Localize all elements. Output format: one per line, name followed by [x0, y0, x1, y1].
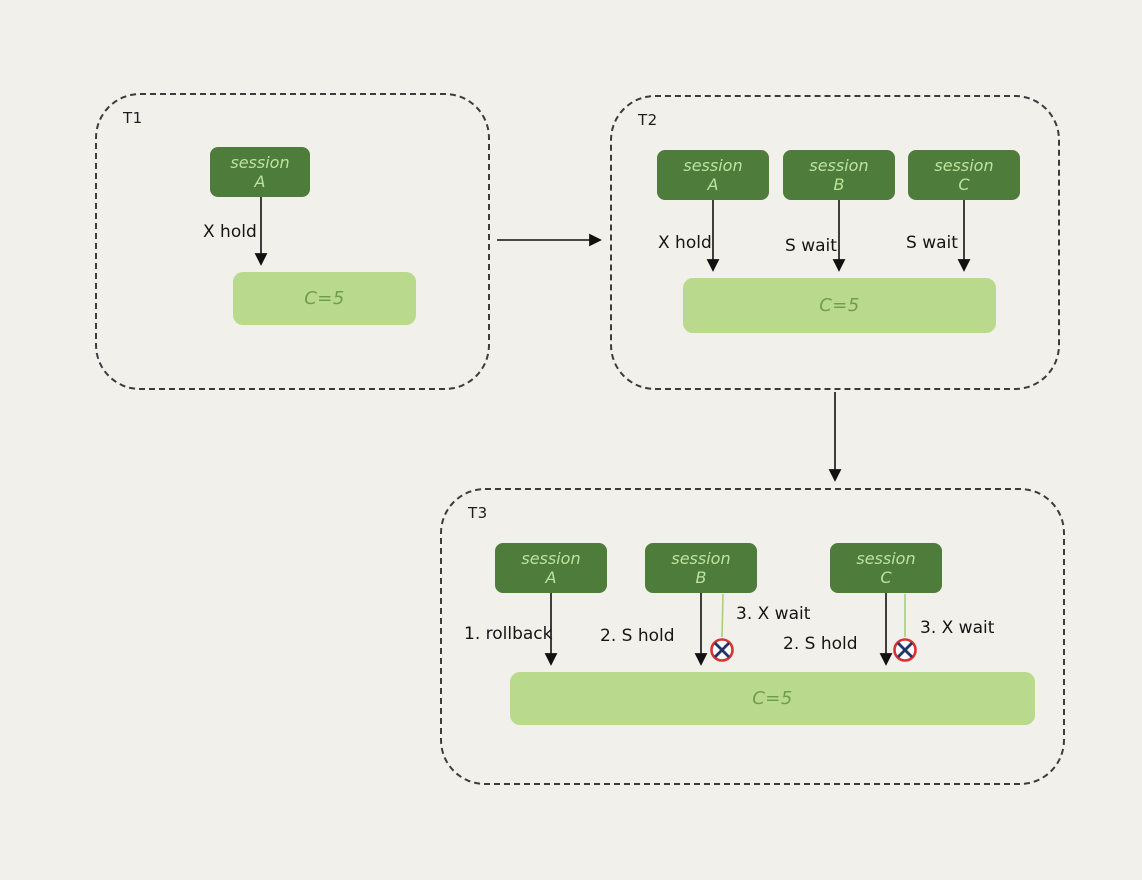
frame-t1: T1 [95, 93, 490, 390]
t3-wait-label-x-wait-b: 3. X wait [736, 604, 811, 624]
t1-arrow-label-x-hold: X hold [203, 222, 257, 242]
t3-arrow-label-s-hold-c: 2. S hold [783, 634, 858, 654]
frame-t3-label: T3 [468, 504, 488, 522]
t2-session-a-name: A [707, 175, 719, 194]
t3-session-a-name: A [545, 568, 557, 587]
t1-session-a-name: A [254, 172, 266, 191]
t3-arrow-label-s-hold-b: 2. S hold [600, 626, 675, 646]
t2-session-c-title: session [934, 155, 994, 175]
t3-session-a-title: session [521, 548, 581, 568]
t3-value-box: C=5 [510, 672, 1035, 725]
t2-session-c-name: C [958, 175, 970, 194]
t3-session-b-name: B [695, 568, 707, 587]
t1-session-a-title: session [230, 152, 290, 172]
t3-session-b: session B [645, 543, 757, 593]
t2-session-b-name: B [833, 175, 845, 194]
t3-wait-label-x-wait-c: 3. X wait [920, 618, 995, 638]
t3-session-c-name: C [880, 568, 892, 587]
t2-session-b: session B [783, 150, 895, 200]
frame-t1-label: T1 [123, 109, 143, 127]
t2-session-a: session A [657, 150, 769, 200]
t2-arrow-label-x-hold: X hold [658, 233, 712, 253]
frame-t2-label: T2 [638, 111, 658, 129]
t3-session-a: session A [495, 543, 607, 593]
t3-session-b-title: session [671, 548, 731, 568]
t2-session-b-title: session [809, 155, 869, 175]
t1-value-box: C=5 [233, 272, 416, 325]
t2-value-box: C=5 [683, 278, 996, 333]
t2-session-c: session C [908, 150, 1020, 200]
t2-session-a-title: session [683, 155, 743, 175]
frame-t3: T3 [440, 488, 1065, 785]
t2-arrow-label-s-wait-c: S wait [906, 233, 958, 253]
t2-arrow-label-s-wait-b: S wait [785, 236, 837, 256]
t3-session-c-title: session [856, 548, 916, 568]
t3-session-c: session C [830, 543, 942, 593]
frame-t2: T2 [610, 95, 1060, 390]
t3-arrow-label-rollback: 1. rollback [464, 624, 553, 644]
t1-session-a: session A [210, 147, 310, 197]
